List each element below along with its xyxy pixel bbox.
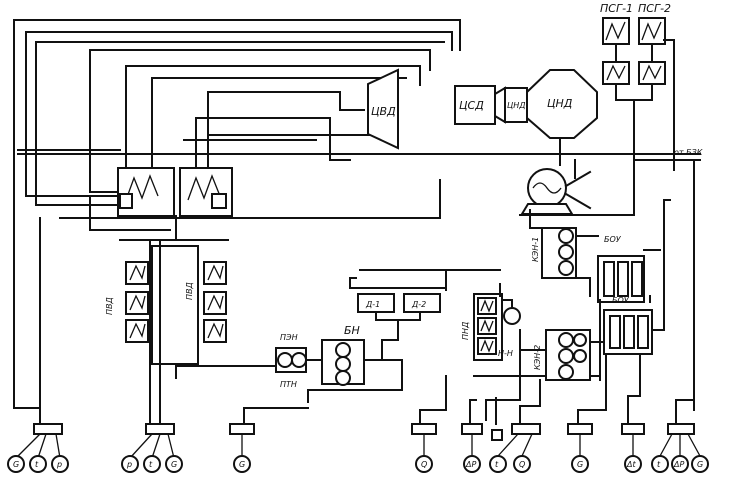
ejector-coolers-label: Н-Н <box>498 349 513 358</box>
instrument-2-c: G <box>171 460 177 469</box>
instrument-group-1: G t p <box>7 423 69 473</box>
feed-turbine-label: ПТН <box>280 380 297 389</box>
external-feed-label: от БЗК <box>674 148 703 157</box>
deaerator-a-label: Д-1 <box>365 300 380 309</box>
condensate-pump-2-label: КЭН-2 <box>533 345 542 370</box>
condensate-pump-1: КЭН-1 <box>529 209 599 297</box>
external-feed: от БЗК <box>633 148 703 411</box>
instrument-group-6: t Q <box>489 423 541 473</box>
instrument-1-c: p <box>56 460 62 469</box>
lp-turbine: ЦНД ЦНД <box>494 69 598 139</box>
hp-heater-group: ПВД ПВД <box>105 239 277 379</box>
instrument-group-4: Q <box>411 423 437 473</box>
deaerator-b-label: Д-2 <box>411 300 426 309</box>
ip-turbine: ЦСД <box>454 85 496 125</box>
ejector-block-label-bottom: БОУ <box>612 296 630 305</box>
instrument-6-a: t <box>495 460 499 469</box>
instrument-group-2: p t G <box>121 423 183 473</box>
instrument-group-7: G <box>567 423 593 473</box>
regenerative-heater-block <box>117 167 233 241</box>
instrument-5-a: ΔP <box>465 460 476 469</box>
network-heater-2-label: ПСГ-2 <box>638 2 671 15</box>
instrument-6-b: Q <box>519 460 525 469</box>
instrument-8-a: Δt <box>626 460 636 469</box>
lp-turbine-label: ЦНД <box>547 97 573 110</box>
hp-heaters-right-label: ПВД <box>185 282 194 300</box>
signal-lines <box>13 195 695 425</box>
booster-pumps: БН <box>305 324 403 403</box>
instrument-9-b: ΔP <box>673 460 684 469</box>
instrument-9-a: t <box>657 460 661 469</box>
instrument-1-a: G <box>13 460 19 469</box>
network-heater-1-label: ПСГ-1 <box>600 2 633 15</box>
hp-heaters-left-label: ПВД <box>105 297 114 315</box>
hp-turbine-label: ЦВД <box>371 105 396 118</box>
instrument-group-9: t ΔP G <box>651 423 709 473</box>
booster-pumps-label: БН <box>344 324 360 337</box>
instrument-group-5: ΔP <box>461 423 483 473</box>
network-heaters: ПСГ-1 ПСГ-2 <box>519 2 675 216</box>
instrument-1-b: t <box>35 460 39 469</box>
instrument-9-c: G <box>697 460 703 469</box>
extraction-pipes <box>13 19 701 409</box>
instrument-3-a: G <box>239 460 245 469</box>
instrument-4-a: Q <box>421 460 427 469</box>
condenser <box>520 137 592 215</box>
feed-pumps: ПЭН ПТН <box>275 333 307 389</box>
lp-heater-group: ПНД Н-Н <box>461 283 601 421</box>
instrument-group-8: Δt <box>621 423 645 473</box>
hp-turbine: ЦВД <box>367 68 399 150</box>
instrument-2-b: t <box>149 460 153 469</box>
ip-turbine-label: ЦСД <box>459 99 484 112</box>
feed-booster-label: ПЭН <box>280 333 298 342</box>
lp-heaters-label: ПНД <box>461 322 470 340</box>
instrument-2-a: p <box>126 460 132 469</box>
deaerators: Д-1 Д-2 <box>349 269 501 341</box>
ejector-block-label-top: БОУ <box>604 235 622 244</box>
ejector-block: БОУ БОУ <box>597 199 671 381</box>
crossover-label: ЦНД <box>507 101 525 110</box>
instrument-7-a: G <box>577 460 583 469</box>
instrument-group-3: G <box>229 423 255 473</box>
condensate-pump-2: КЭН-2 <box>519 329 605 381</box>
condensate-pump-1-label: КЭН-1 <box>531 237 540 262</box>
